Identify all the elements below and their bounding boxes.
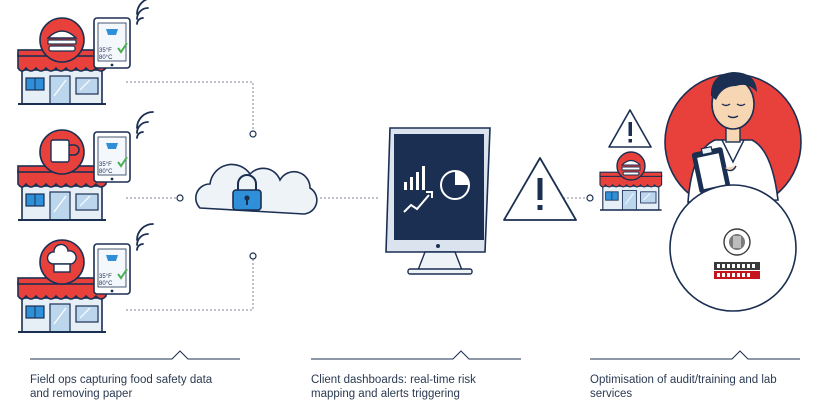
bracket-3 (590, 350, 800, 360)
burger-icon (616, 151, 646, 181)
warning-icon (503, 157, 577, 221)
tablet-temp-top: 35°F (99, 274, 112, 280)
caption-line: and removing paper (30, 388, 133, 400)
bracket-2 (311, 350, 521, 360)
tablet-temp-bottom: 80°C (99, 281, 113, 287)
caption-field-ops: Field ops capturing food safety data and… (30, 373, 260, 401)
tablet-temp-bottom: 80°C (99, 55, 113, 61)
store-icon (17, 277, 107, 333)
cloud-lock-icon (195, 163, 318, 215)
store-burger: 35°F 80°C (17, 0, 154, 105)
chef-hat-icon (39, 239, 85, 285)
tablet-temp-top: 35°F (99, 162, 112, 168)
burger-icon (39, 17, 85, 63)
wifi-icon (136, 223, 154, 251)
caption-brackets (30, 350, 800, 360)
store-audit (599, 109, 663, 211)
bracket-1 (30, 350, 240, 360)
caption-line: Optimisation of audit/training and lab (590, 374, 777, 386)
caption-optimisation: Optimisation of audit/training and lab s… (590, 373, 820, 401)
store-restaurant: 35°F 80°C (17, 223, 154, 333)
caption-line: mapping and alerts triggering (311, 388, 460, 400)
tablet-temp-bottom: 80°C (99, 169, 113, 175)
connector-nodes (176, 130, 594, 260)
tablet-temp-top: 35°F (99, 48, 112, 54)
inspector-icon (664, 72, 802, 211)
bureau-veritas-logo (669, 184, 797, 312)
caption-line: Client dashboards: real-time risk (311, 374, 476, 386)
monitor-dashboard-icon (385, 127, 491, 275)
warning-icon (608, 109, 652, 148)
wifi-icon (136, 111, 154, 139)
caption-line: Field ops capturing food safety data (30, 374, 213, 386)
wifi-icon (136, 0, 154, 25)
caption-client-dashboards: Client dashboards: real-time risk mappin… (311, 373, 541, 401)
mug-icon (39, 129, 85, 175)
caption-line: services (590, 388, 633, 400)
store-cafe: 35°F 80°C (17, 111, 154, 221)
